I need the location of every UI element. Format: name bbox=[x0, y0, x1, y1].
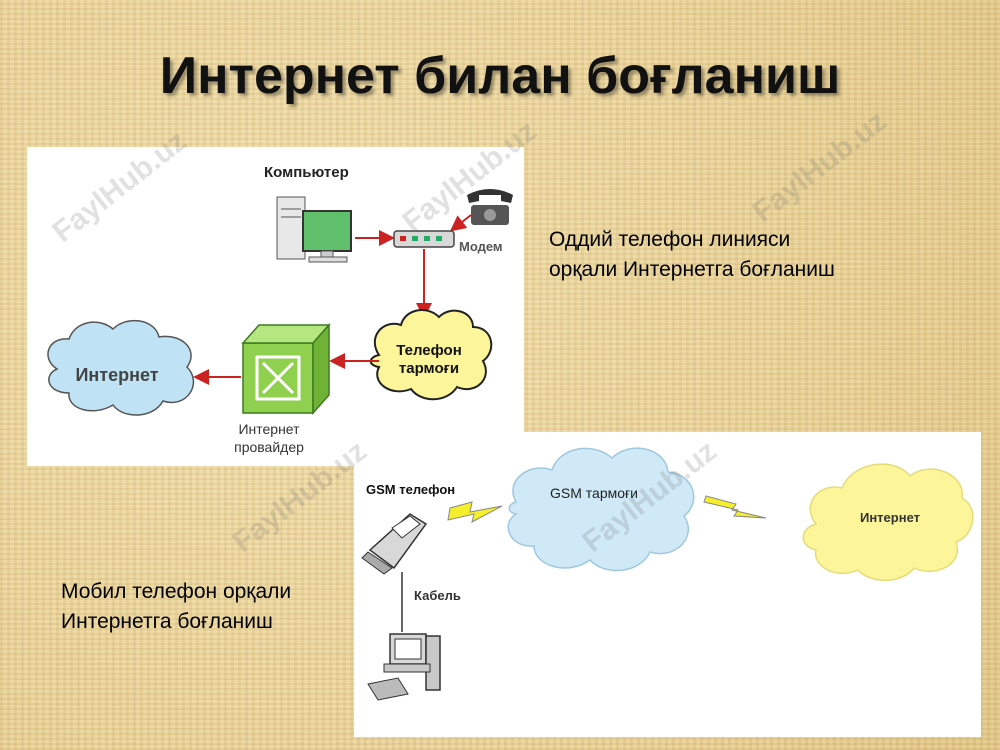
gsm-diagram-panel: GSM тармоғи Интернет GSM телефон Кабель bbox=[354, 432, 981, 737]
gsm-network-label: GSM тармоғи bbox=[550, 485, 638, 501]
gsm-computer-icon bbox=[367, 633, 441, 701]
phone-network-label-2: тармоғи bbox=[399, 360, 459, 377]
gsm-network-cloud bbox=[507, 447, 695, 572]
bolt-network-internet-icon bbox=[703, 495, 767, 519]
gsm-caption-line-1: Мобил телефон орқали bbox=[61, 580, 292, 603]
gsm-diagram: GSM тармоғи Интернет GSM телефон Кабель bbox=[361, 447, 974, 701]
gsm-caption-line-2: Интернетга боғланиш bbox=[61, 610, 273, 633]
internet-cloud bbox=[47, 319, 194, 416]
provider-label-2: провайдер bbox=[234, 439, 304, 455]
cable-label: Кабель bbox=[414, 588, 461, 603]
bolt-phone-network-icon bbox=[447, 501, 503, 523]
gsm-caption: Мобил телефон орқали Интернетга боғланиш bbox=[61, 577, 291, 637]
watermark: FaylHub.uz bbox=[746, 104, 893, 229]
phone-network-cloud bbox=[369, 309, 493, 401]
modem-icon bbox=[393, 230, 455, 248]
gsm-internet-cloud bbox=[802, 463, 974, 581]
arrow-phone-modem bbox=[449, 214, 472, 232]
internet-label: Интернет bbox=[75, 365, 158, 385]
page-title: Интернет билан боғланиш bbox=[159, 47, 841, 105]
dialup-caption-line-2: орқали Интернетга боғланиш bbox=[549, 258, 835, 281]
gsm-phone-label: GSM телефон bbox=[366, 482, 455, 497]
dialup-caption-line-1: Оддий телефон линияси bbox=[549, 228, 791, 251]
dialup-diagram: Компьютер Модем bbox=[47, 164, 513, 455]
modem-label: Модем bbox=[459, 239, 503, 254]
computer-label: Компьютер bbox=[264, 164, 349, 181]
telephone-icon bbox=[467, 189, 513, 225]
gsm-phone-icon bbox=[361, 513, 428, 575]
dialup-caption: Оддий телефон линияси орқали Интернетга … bbox=[549, 225, 835, 285]
computer-icon bbox=[276, 196, 352, 263]
gsm-internet-label: Интернет bbox=[860, 510, 920, 525]
phone-network-label-1: Телефон bbox=[396, 342, 462, 359]
provider-label-1: Интернет bbox=[238, 421, 300, 437]
dialup-diagram-panel: Компьютер Модем bbox=[27, 147, 524, 466]
provider-icon bbox=[241, 323, 331, 415]
